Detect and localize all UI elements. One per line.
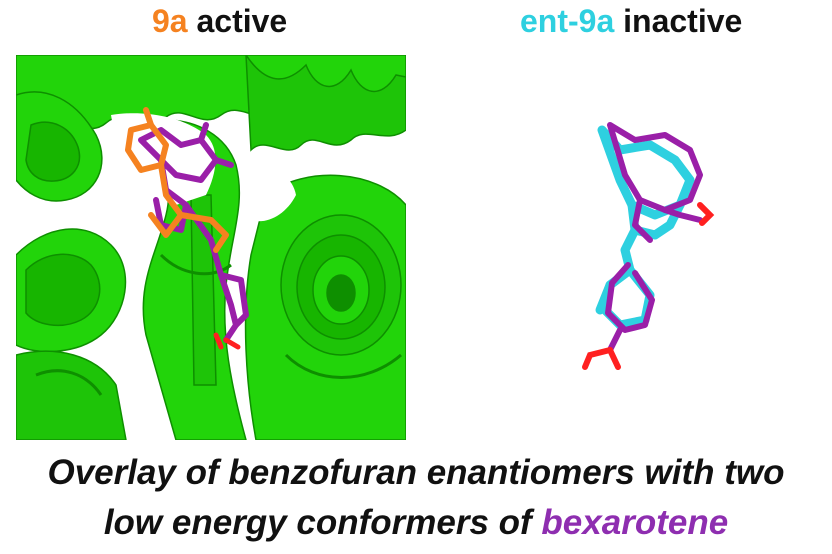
figure-caption-line-1: Overlay of benzofuran enantiomers with t… <box>47 453 785 492</box>
carboxylate-oxygen <box>213 332 241 350</box>
ligand-overlay-render <box>582 122 715 370</box>
protein-binding-site-image <box>15 52 407 441</box>
figure-caption-line-2: low energy conformers of bexarotene <box>0 500 832 546</box>
protein-ribbon-render <box>15 52 407 441</box>
alpha-helix-mid <box>15 91 103 202</box>
compound-9a-label: 9a <box>152 3 188 39</box>
caption-line-2-text: low energy conformers of <box>103 503 542 542</box>
carbonyl-oxygen <box>582 202 715 370</box>
panel-title-inactive: ent-9a inactive <box>520 2 742 40</box>
bexarotene-label: bexarotene <box>541 503 729 542</box>
alpha-helix-left <box>15 228 127 441</box>
active-label: active <box>187 3 288 39</box>
ligand-overlay-image <box>540 105 740 375</box>
alpha-helix-right <box>244 174 407 441</box>
compound-ent-9a-label: ent-9a <box>520 3 615 39</box>
bexarotene-conformer-right <box>605 122 703 353</box>
inactive-label: inactive <box>614 3 743 39</box>
panel-title-active: 9a active <box>152 2 287 40</box>
compound-ent-9a-ligand <box>595 125 695 330</box>
compound-9a-ligand <box>125 107 229 253</box>
